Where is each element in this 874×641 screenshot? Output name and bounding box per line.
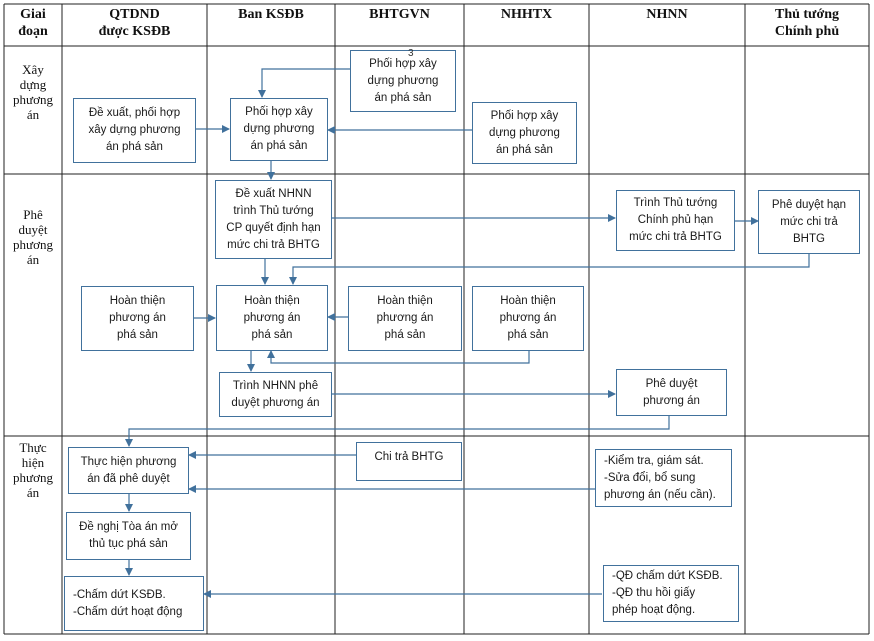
box-bhtgvn-coordinate-build: Phối hợp xây dựng phương án phá sản [350,50,456,112]
header-ttcp: Thủ tướng Chính phủ [774,7,840,39]
header-nhhtx: NHHTX [500,7,553,22]
box-qtdnd-terminate: -Chấm dứt KSĐB. -Chấm dứt hoạt động [64,576,204,631]
arrow-b13-to-b15 [125,416,670,447]
box-qtdnd-finalize: Hoàn thiện phương án phá sản [81,286,194,351]
stage-build: Xây dựng phương án [13,62,53,122]
box-nhhtx-coordinate-build: Phối hợp xây dựng phương án phá sản [472,102,577,164]
table-grid [3,3,870,635]
box-bhtgvn-finalize: Hoàn thiện phương án phá sản [348,286,462,351]
header-qtdnd: QTDND được KSĐB [98,7,171,39]
stage-approve: Phê duyệt phương án [13,207,53,267]
box-ksdb-coordinate-build: Phối hợp xây dựng phương án phá sản [230,98,328,161]
box-bhtgvn-pay-out: Chi trả BHTG [356,442,462,481]
flow-arrows [125,68,810,598]
header-stage: Giai đoạn [18,7,48,39]
marker-3: 3 [408,48,414,59]
arrow-b11-to-b9 [267,350,530,364]
box-nhnn-submit-limit: Trình Thủ tướng Chính phủ hạn mức chi tr… [616,190,735,251]
box-ttcp-approve-limit: Phê duyệt hạn mức chi trả BHTG [758,190,860,254]
stage-execute: Thực hiện phương án [13,440,53,500]
box-qtdnd-propose: Đề xuất, phối hợp xây dựng phương án phá… [73,98,196,163]
arrow-b1-to-b3 [258,68,350,98]
box-nhhtx-finalize: Hoàn thiện phương án phá sản [472,286,584,351]
box-qtdnd-execute: Thực hiện phương án đã phê duyệt [68,447,189,494]
box-ksdb-propose-limit: Đề xuất NHNN trình Thủ tướng CP quyết đị… [215,180,332,259]
box-nhnn-decisions: -QĐ chấm dứt KSĐB. -QĐ thu hồi giấy phép… [603,565,739,622]
header-ban-ksdb: Ban KSĐB [238,7,304,22]
box-nhnn-supervise: -Kiểm tra, giám sát. -Sửa đổi, bổ sung p… [595,449,732,507]
arrow-b7-to-b9 [289,254,810,285]
header-nhnn: NHNN [646,7,688,22]
box-ksdb-submit-plan: Trình NHNN phê duyệt phương án [219,372,332,417]
header-bhtgvn: BHTGVN [369,7,430,22]
box-qtdnd-request-court: Đề nghị Tòa án mở thủ tục phá sản [66,512,191,560]
box-nhnn-approve-plan: Phê duyệt phương án [616,369,727,416]
box-ksdb-finalize: Hoàn thiện phương án phá sản [216,285,328,351]
